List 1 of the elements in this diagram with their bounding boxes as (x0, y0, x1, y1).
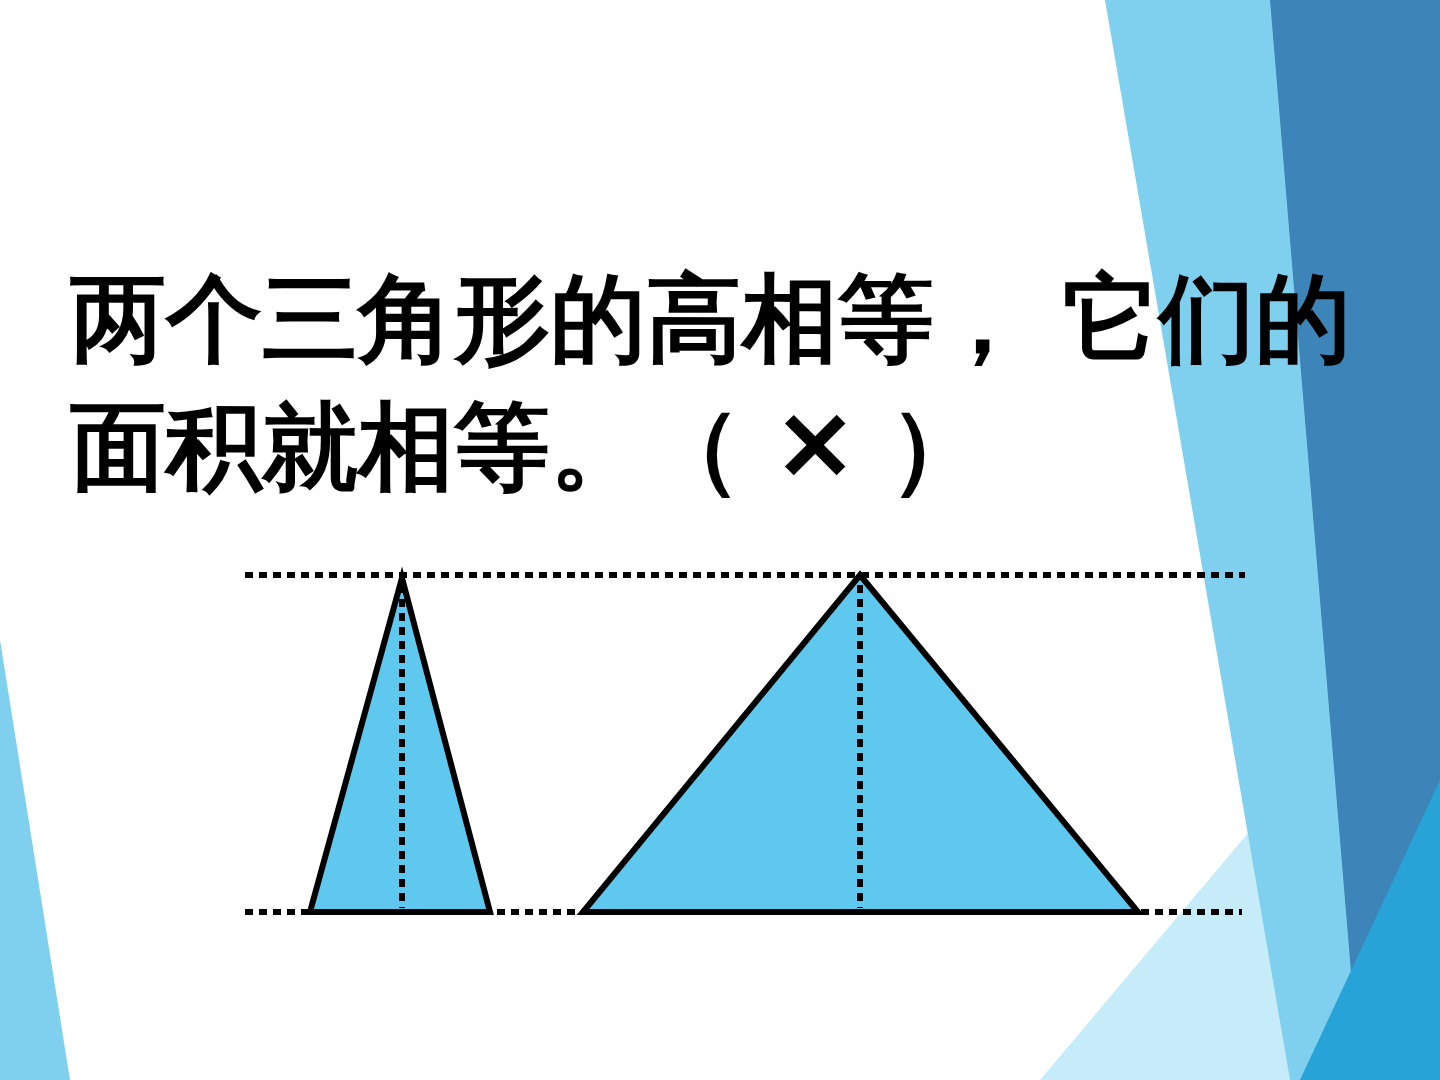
question-text: 两个三角形的高相等， 它们的面积就相等。（ ✕ ） (70, 261, 1353, 505)
